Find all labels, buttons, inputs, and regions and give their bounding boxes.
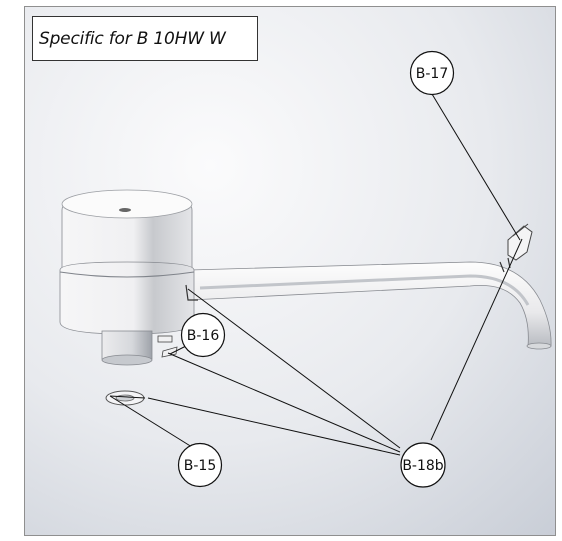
callout-b18b: B-18b	[400, 442, 446, 488]
leader-b17	[431, 93, 521, 241]
leader-b15-b	[109, 395, 146, 399]
callout-b16: B-16	[180, 312, 226, 358]
callout-b17: B-17	[409, 50, 455, 96]
callout-b15-label: B-15	[184, 458, 216, 474]
leader-b18b-1	[187, 288, 401, 449]
leader-b18b-2	[167, 352, 401, 453]
title-box: Specific for B 10HW W	[32, 16, 258, 61]
callout-b16-label: B-16	[187, 328, 220, 344]
leader-lines	[109, 93, 523, 456]
faucet-body	[59, 189, 195, 335]
callout-b17-label: B-17	[416, 66, 448, 82]
callout-b15: B-15	[177, 442, 223, 488]
diagram-title: Specific for B 10HW W	[39, 28, 226, 49]
leader-b15-a	[109, 395, 201, 453]
leader-b16	[169, 345, 187, 355]
stem	[101, 330, 153, 366]
leader-b18b-3	[147, 397, 401, 456]
callout-b18b-label: B-18b	[402, 458, 443, 474]
leader-b18b-4	[430, 238, 523, 441]
washer-ring	[105, 390, 145, 406]
small-fittings	[157, 284, 198, 358]
diagram-frame	[24, 6, 556, 536]
